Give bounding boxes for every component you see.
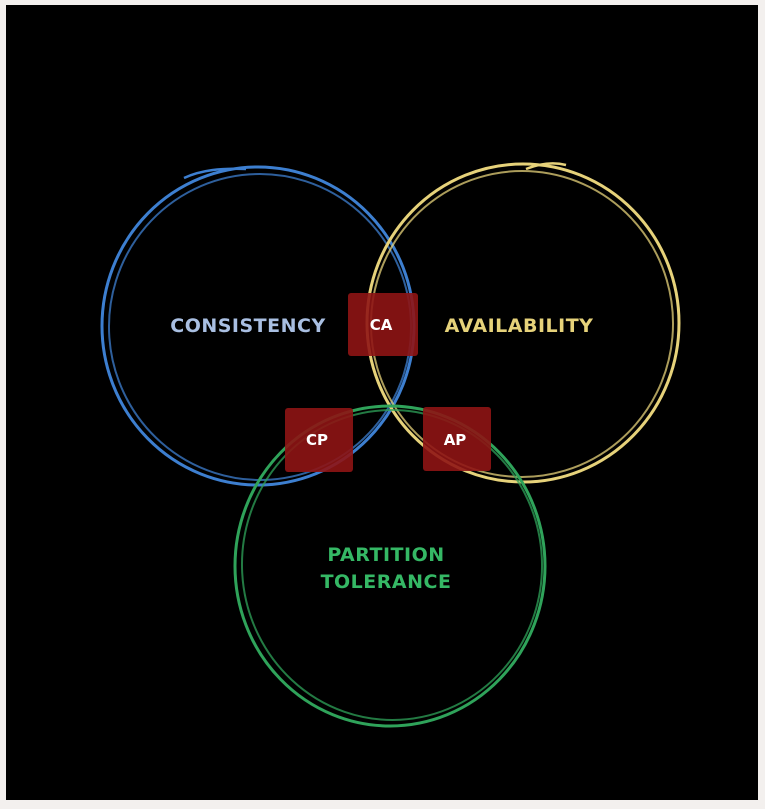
partition-label-line-1: PARTITION <box>327 544 444 566</box>
cp-label: CP <box>306 431 328 449</box>
ap-tag: AP <box>423 407 491 471</box>
diagram-canvas: CA CP AP CONSISTENCY AVAILABILITY PARTIT… <box>6 5 758 800</box>
partition-label-line-2: TOLERANCE <box>321 571 452 593</box>
ap-label: AP <box>444 431 467 449</box>
partition-tolerance-circle <box>233 404 547 728</box>
consistency-label: CONSISTENCY <box>170 315 325 337</box>
cp-tag: CP <box>285 408 353 472</box>
ca-tag: CA <box>348 293 418 356</box>
availability-label: AVAILABILITY <box>445 315 594 337</box>
venn-diagram: CA CP AP CONSISTENCY AVAILABILITY PARTIT… <box>100 162 681 728</box>
ca-label: CA <box>370 316 393 334</box>
